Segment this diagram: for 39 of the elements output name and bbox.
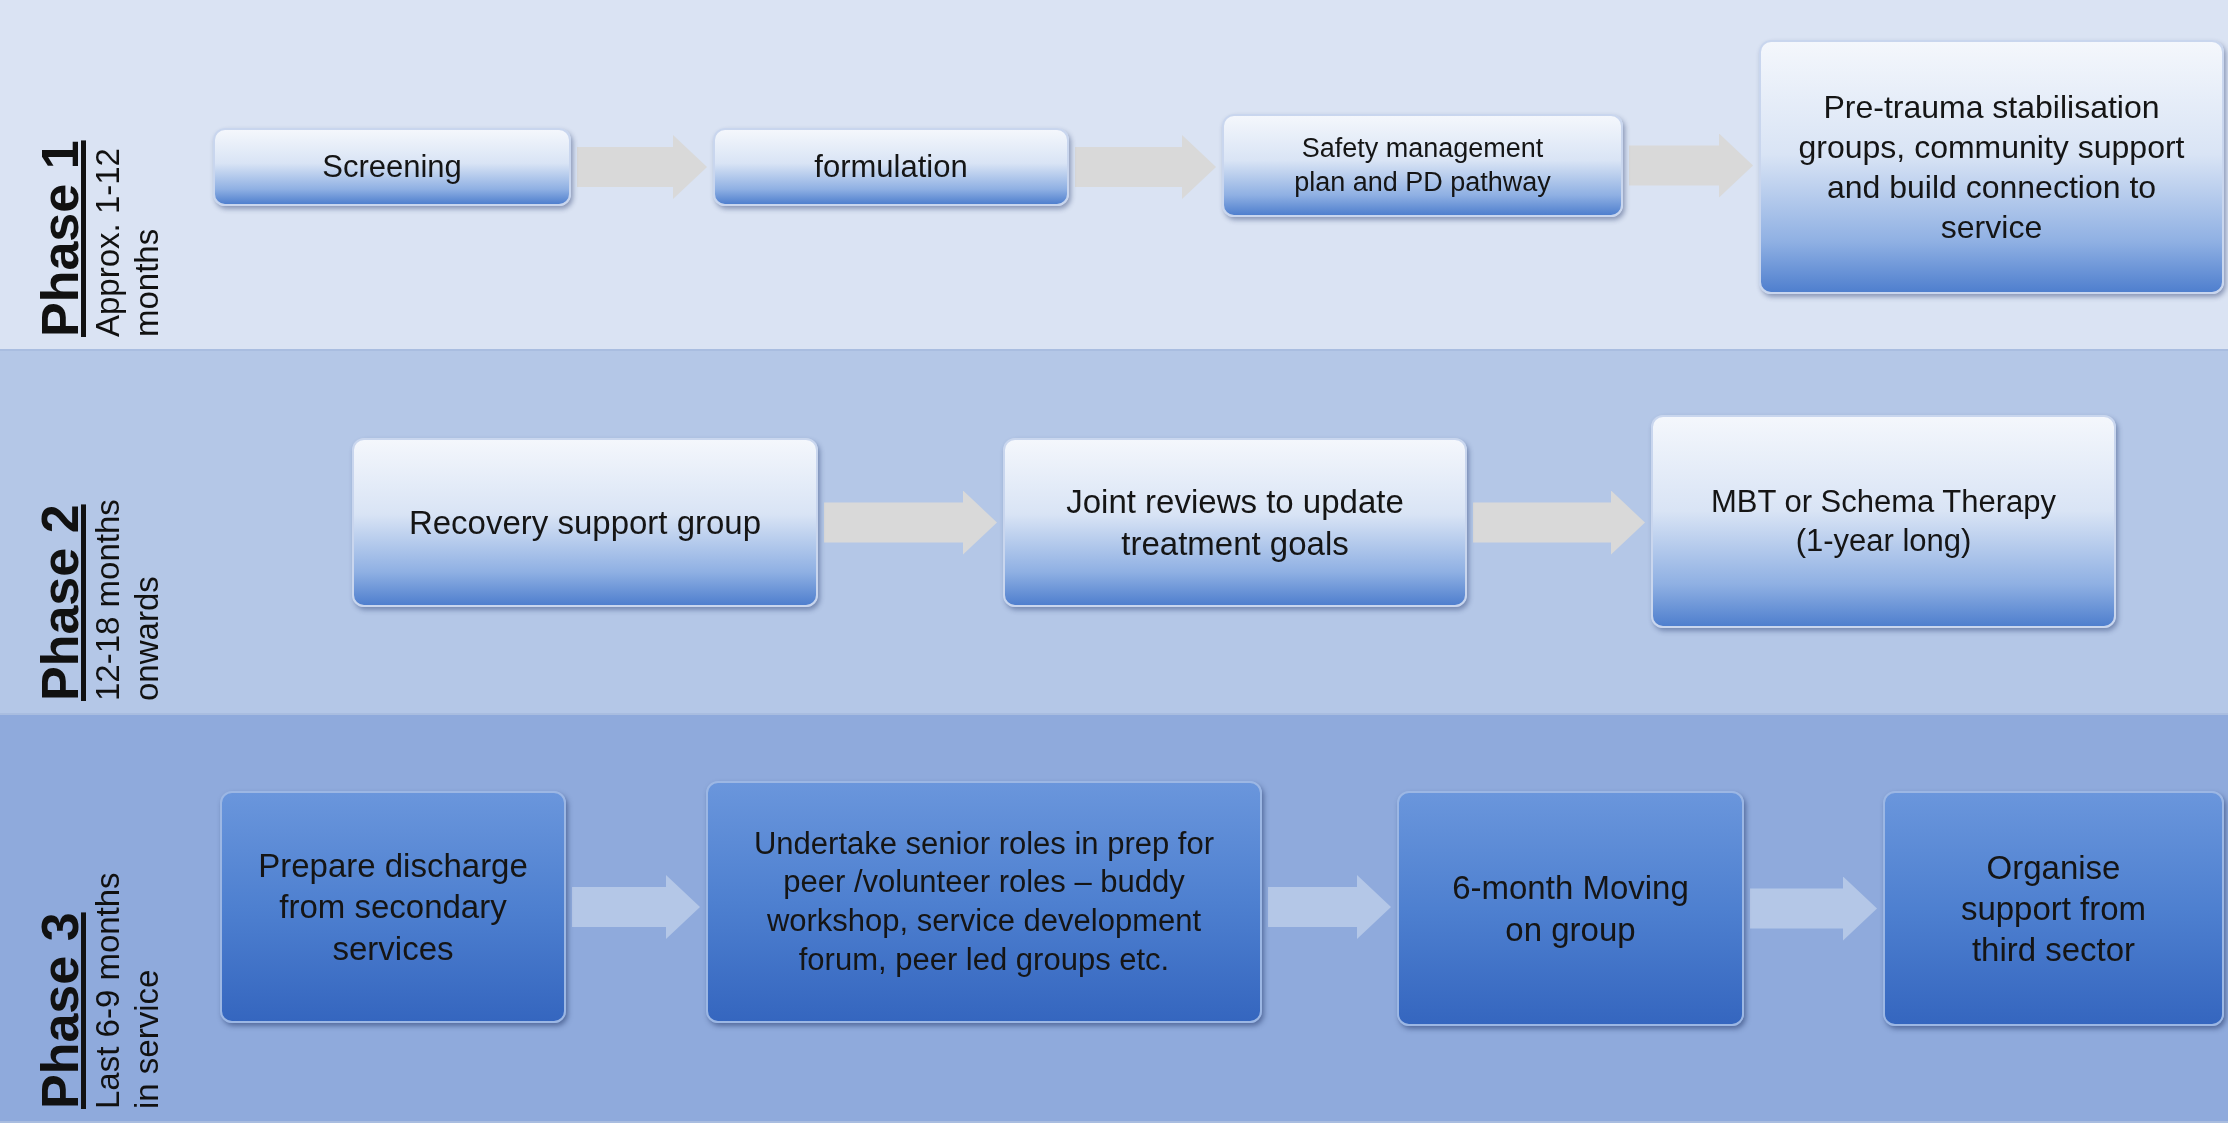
phase-title: Phase 1 (33, 140, 88, 337)
process-box (213, 128, 571, 206)
phase-duration: 12-18 months onwards (87, 498, 167, 701)
step-label: MBT or Schema Therapy (1-year long) (1709, 482, 2058, 560)
arrow (1629, 133, 1753, 198)
phase-band (0, 715, 2228, 1123)
phase-band (0, 0, 2228, 351)
arrow (1075, 135, 1216, 199)
step-label: Prepare discharge from secondary services (257, 846, 529, 969)
process-box (1397, 791, 1744, 1026)
process-box (1759, 40, 2224, 294)
arrow (1268, 875, 1391, 939)
arrow (1750, 876, 1877, 941)
step-label: 6-month Moving on group (1451, 868, 1690, 950)
process-box (1222, 114, 1623, 217)
step-label: Undertake senior roles in prep for peer /volunteer roles – buddy workshop, service development forum, peer led groups etc. (752, 824, 1216, 979)
phase-title: Phase 2 (33, 504, 88, 701)
process-box (713, 128, 1069, 206)
phase-duration: Last 6-9 months in service (87, 871, 167, 1109)
process-box (706, 781, 1262, 1023)
phase-duration: Approx. 1-12 months (87, 147, 167, 337)
step-label: Pre-trauma stabilisation groups, community support and build connection to service (1797, 88, 2186, 247)
step-label: Recovery support group (408, 502, 762, 543)
step-label: Safety management plan and PD pathway (1293, 131, 1552, 199)
step-label: Organise support from third sector (1959, 847, 2148, 971)
phase-band (0, 351, 2228, 715)
process-box (1003, 438, 1467, 607)
process-box (220, 791, 566, 1023)
step-label: formulation (814, 147, 968, 186)
arrow (577, 135, 707, 199)
arrow (572, 875, 700, 939)
arrow (824, 490, 997, 555)
phase-title: Phase 3 (33, 912, 88, 1109)
step-label: Joint reviews to update treatment goals (1065, 482, 1405, 564)
process-box (1883, 791, 2224, 1026)
step-label: Screening (322, 147, 462, 186)
process-box (352, 438, 818, 607)
process-box (1651, 415, 2116, 628)
arrow (1473, 490, 1645, 555)
